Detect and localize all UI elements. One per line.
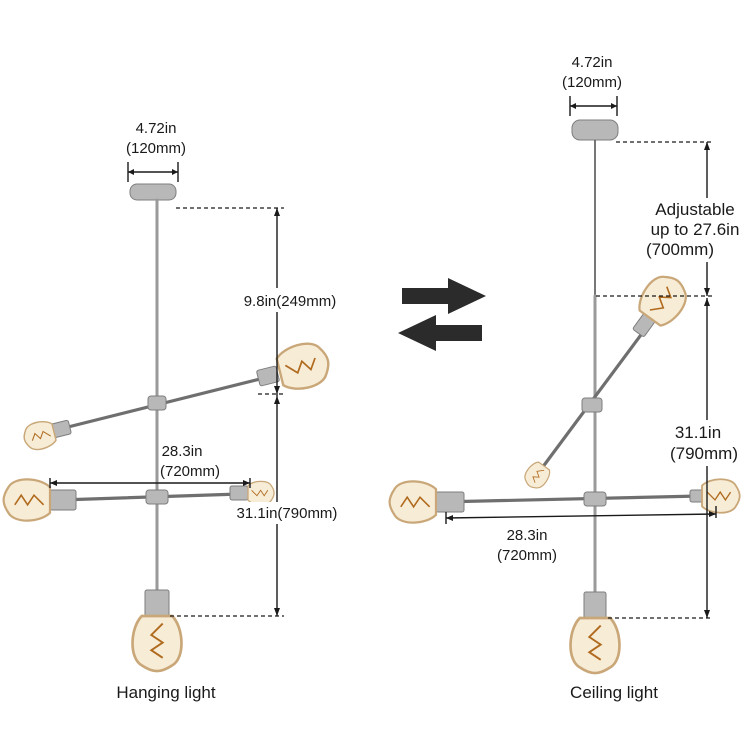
hanging-bottom-bulb bbox=[131, 614, 183, 673]
ceiling-adjust-line3: (700mm) bbox=[646, 240, 714, 259]
ceiling-canopy-width-label: 4.72in bbox=[572, 54, 613, 71]
arrow-left-icon bbox=[398, 315, 482, 351]
hanging-lower-left-bulb bbox=[2, 478, 52, 522]
ceiling-horizontal-joint bbox=[583, 491, 607, 507]
hanging-light-figure: 4.72in (120mm) bbox=[2, 120, 362, 702]
ceiling-left-bulb bbox=[388, 480, 438, 524]
hanging-bottom-socket bbox=[144, 589, 170, 617]
hanging-upper-left-bulb bbox=[20, 418, 59, 454]
hanging-canopy-dimension bbox=[127, 162, 179, 182]
arrow-right-icon bbox=[402, 278, 486, 314]
hanging-drop-label: 9.8in(249mm) bbox=[244, 293, 337, 310]
ceiling-left-socket bbox=[435, 491, 465, 513]
ceiling-light-figure: 4.72in (120mm) bbox=[388, 54, 750, 702]
ceiling-tilted-arm bbox=[540, 318, 654, 470]
ceiling-span-mm-label: (720mm) bbox=[497, 547, 557, 564]
hanging-lower-right-socket bbox=[229, 485, 249, 501]
ceiling-canopy-dimension bbox=[569, 96, 618, 116]
ceiling-height-mm-label: (790mm) bbox=[670, 444, 738, 463]
hanging-caption: Hanging light bbox=[116, 683, 216, 702]
hanging-canopy-width-mm-label: (120mm) bbox=[126, 140, 186, 157]
hanging-lower-right-bulb bbox=[247, 480, 275, 506]
ceiling-tilted-joint bbox=[581, 397, 603, 413]
ceiling-height-label: 31.1in bbox=[675, 423, 721, 442]
conversion-arrows bbox=[398, 278, 486, 351]
hanging-span-dimension bbox=[49, 478, 251, 488]
hanging-canopy-width-label: 4.72in bbox=[136, 120, 177, 137]
hanging-lower-left-socket bbox=[49, 489, 77, 511]
hanging-upper-joint bbox=[147, 395, 167, 411]
ceiling-adjust-line1: Adjustable bbox=[655, 200, 734, 219]
ceiling-horizontal-arm bbox=[438, 494, 702, 504]
ceiling-bottom-socket bbox=[583, 591, 607, 619]
ceiling-span-label: 28.3in bbox=[507, 527, 548, 544]
ceiling-canopy bbox=[571, 119, 619, 141]
hanging-span-label: 28.3in bbox=[162, 443, 203, 460]
ceiling-tilted-bottom-bulb bbox=[520, 458, 554, 493]
hanging-canopy bbox=[129, 183, 177, 201]
ceiling-bottom-bulb bbox=[569, 616, 621, 675]
hanging-upper-right-socket bbox=[256, 365, 280, 387]
ceiling-canopy-width-mm-label: (120mm) bbox=[562, 74, 622, 91]
hanging-lower-joint bbox=[145, 489, 169, 505]
ceiling-caption: Ceiling light bbox=[570, 683, 658, 702]
hanging-height-label: 31.1in(790mm) bbox=[237, 505, 338, 522]
hanging-upper-right-bulb bbox=[273, 337, 335, 395]
ceiling-adjust-line2: up to 27.6in bbox=[651, 220, 740, 239]
hanging-span-mm-label: (720mm) bbox=[160, 463, 220, 480]
ceiling-span-dimension bbox=[445, 506, 717, 524]
